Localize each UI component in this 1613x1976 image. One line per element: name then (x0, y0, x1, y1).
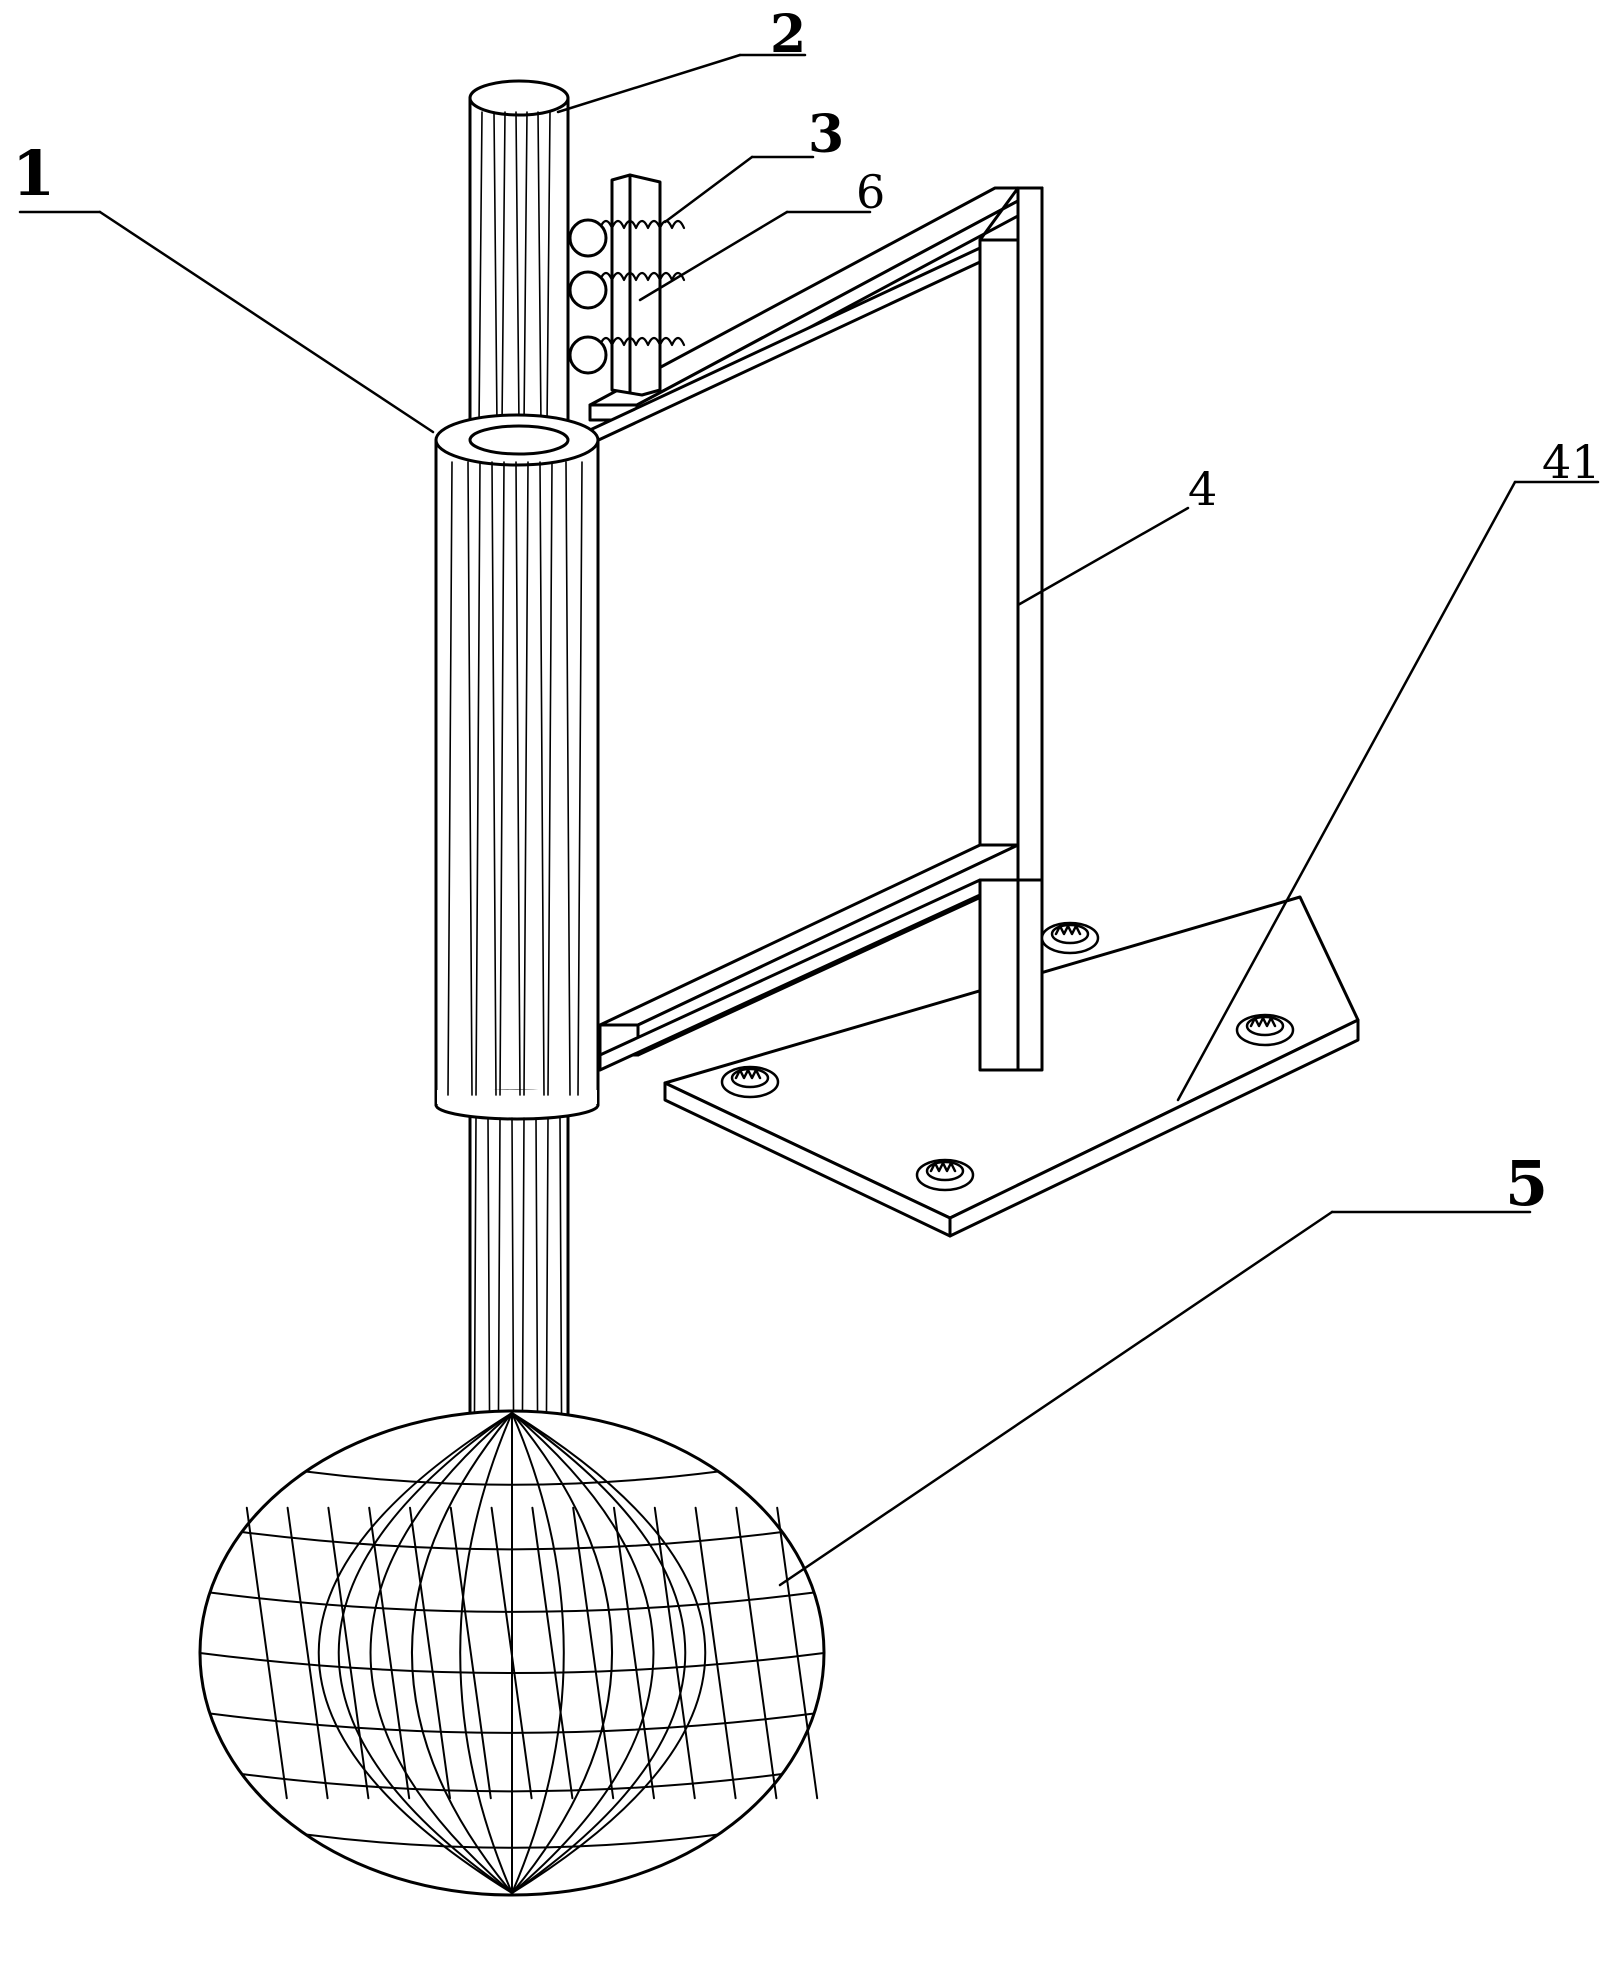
label-3: 3 (808, 104, 844, 165)
shading-stroke (475, 461, 481, 1096)
mesh-meridian (511, 1412, 655, 1894)
mesh-meridian (337, 1412, 513, 1894)
shading-stroke (577, 461, 583, 1096)
shading-stroke (409, 1506, 451, 1800)
shading-stroke (245, 1506, 288, 1800)
shading-stroke (547, 461, 553, 1096)
shading-stroke (572, 1506, 615, 1800)
shading-stroke (565, 461, 571, 1096)
mesh-meridian (511, 1412, 613, 1894)
shading-stroke (501, 111, 506, 426)
shading-stroke (493, 111, 498, 426)
shading-stroke (694, 1506, 737, 1800)
roller-group (568, 218, 608, 375)
shading-stroke (491, 461, 497, 1096)
shading-stroke (776, 1506, 819, 1800)
shading-stroke (515, 461, 521, 1096)
label-41: 41 (1542, 435, 1601, 489)
shading-stroke (368, 1506, 411, 1800)
clip-assembly (568, 173, 686, 397)
mesh-meridian (411, 1412, 513, 1894)
leader-lines (18, 53, 1600, 1587)
shading-stroke (447, 461, 453, 1096)
shading-stroke (531, 1506, 574, 1800)
mesh-meridian (511, 1412, 687, 1894)
mesh-meridian (317, 1412, 513, 1894)
shading-stroke (735, 1506, 778, 1800)
shading-stroke (467, 461, 473, 1096)
bolt-icon (1040, 921, 1100, 955)
shading-stroke (327, 1506, 370, 1800)
mesh-meridian (459, 1412, 513, 1894)
shading-stroke (286, 1506, 329, 1800)
shading-stroke (478, 111, 483, 426)
shading-stroke (499, 461, 505, 1096)
label-5: 5 (1505, 1147, 1548, 1220)
shading-stroke (523, 461, 529, 1096)
label-1: 1 (12, 137, 55, 210)
spring-group (598, 219, 686, 347)
shading-stroke (613, 1506, 655, 1800)
bolt-icon (915, 1158, 975, 1192)
mesh-meridian (511, 1412, 707, 1894)
shading-stroke (515, 111, 520, 426)
shading-stroke (490, 1506, 533, 1800)
mesh-meridian (511, 1412, 565, 1894)
label-4: 4 (1188, 462, 1217, 516)
shading-stroke (537, 111, 542, 426)
bolt-icon (720, 1065, 780, 1099)
base-plate (663, 878, 1360, 1238)
shading-stroke (539, 461, 545, 1096)
weight-ball (198, 1409, 826, 1897)
sleeve-tube (434, 413, 600, 1121)
shading-stroke (653, 1506, 696, 1800)
label-6: 6 (856, 165, 885, 219)
shading-stroke (523, 111, 528, 426)
shading-stroke (449, 1506, 492, 1800)
label-2: 2 (770, 4, 806, 65)
mesh-meridian (369, 1412, 513, 1894)
bolt-icon-group (720, 921, 1295, 1192)
shading-stroke (546, 111, 551, 426)
bolt-icon (1235, 1013, 1295, 1047)
